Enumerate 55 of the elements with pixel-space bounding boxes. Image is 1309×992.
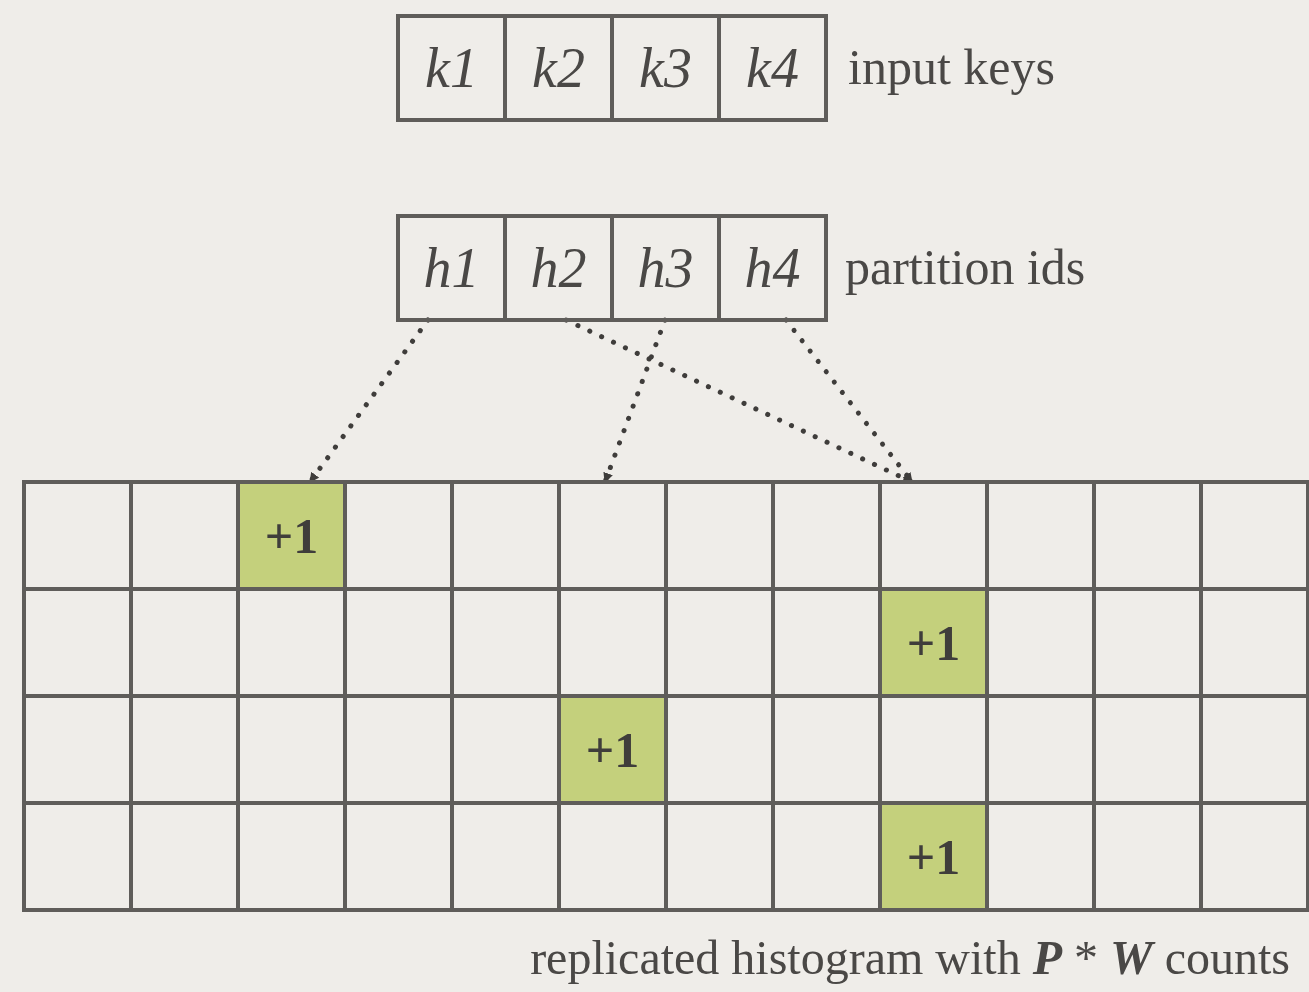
histogram-cell: [773, 482, 880, 589]
histogram-cell: [773, 696, 880, 803]
histogram-cell: [1201, 589, 1308, 696]
histogram-cell: [24, 482, 131, 589]
row-label: input keys: [848, 38, 1055, 96]
histogram-cell: [345, 482, 452, 589]
histogram-cell: [880, 696, 987, 803]
histogram-cell: [987, 589, 1094, 696]
histogram-cell: [452, 589, 559, 696]
histogram-cell: [773, 803, 880, 910]
histogram-cell: [666, 482, 773, 589]
caption: replicated histogram with P* W counts: [530, 930, 1290, 985]
histogram-cell: [1094, 589, 1201, 696]
histogram-cell: +1: [880, 803, 987, 910]
array-cell: k3: [612, 16, 719, 120]
histogram-cell: [131, 589, 238, 696]
histogram-cell: [987, 803, 1094, 910]
histogram-cell: +1: [238, 482, 345, 589]
histogram-cell: [666, 589, 773, 696]
histogram-cell: [238, 589, 345, 696]
histogram-cell: [987, 696, 1094, 803]
histogram-cell: [666, 803, 773, 910]
histogram-cell: [24, 589, 131, 696]
histogram-cell: +1: [880, 589, 987, 696]
histogram-cell: [773, 589, 880, 696]
array-cell: k2: [505, 16, 612, 120]
row-label: partition ids: [845, 238, 1086, 296]
histogram-cell: [1201, 803, 1308, 910]
array-cell: h2: [505, 216, 612, 320]
histogram-cell: [559, 589, 666, 696]
histogram-cell: [24, 803, 131, 910]
histogram-cell: [345, 696, 452, 803]
histogram-cell: [131, 803, 238, 910]
histogram-cell: [131, 482, 238, 589]
histogram-cell: [452, 803, 559, 910]
histogram-cell: [345, 589, 452, 696]
histogram-cell: [1201, 696, 1308, 803]
histogram-cell: [1201, 482, 1308, 589]
histogram-cell: [238, 803, 345, 910]
histogram-cell: [24, 696, 131, 803]
histogram-cell: [238, 696, 345, 803]
histogram-cell: [452, 696, 559, 803]
histogram-cell: [345, 803, 452, 910]
histogram-cell: +1: [559, 696, 666, 803]
histogram-cell: [131, 696, 238, 803]
histogram-cell: [1094, 482, 1201, 589]
histogram-cell: [1094, 803, 1201, 910]
histogram-cell: [452, 482, 559, 589]
histogram-cell: [880, 482, 987, 589]
histogram-cell: [559, 803, 666, 910]
histogram-cell: [666, 696, 773, 803]
histogram-cell: [1094, 696, 1201, 803]
array-cell: h3: [612, 216, 719, 320]
histogram-cell: [987, 482, 1094, 589]
histogram-cell: [559, 482, 666, 589]
